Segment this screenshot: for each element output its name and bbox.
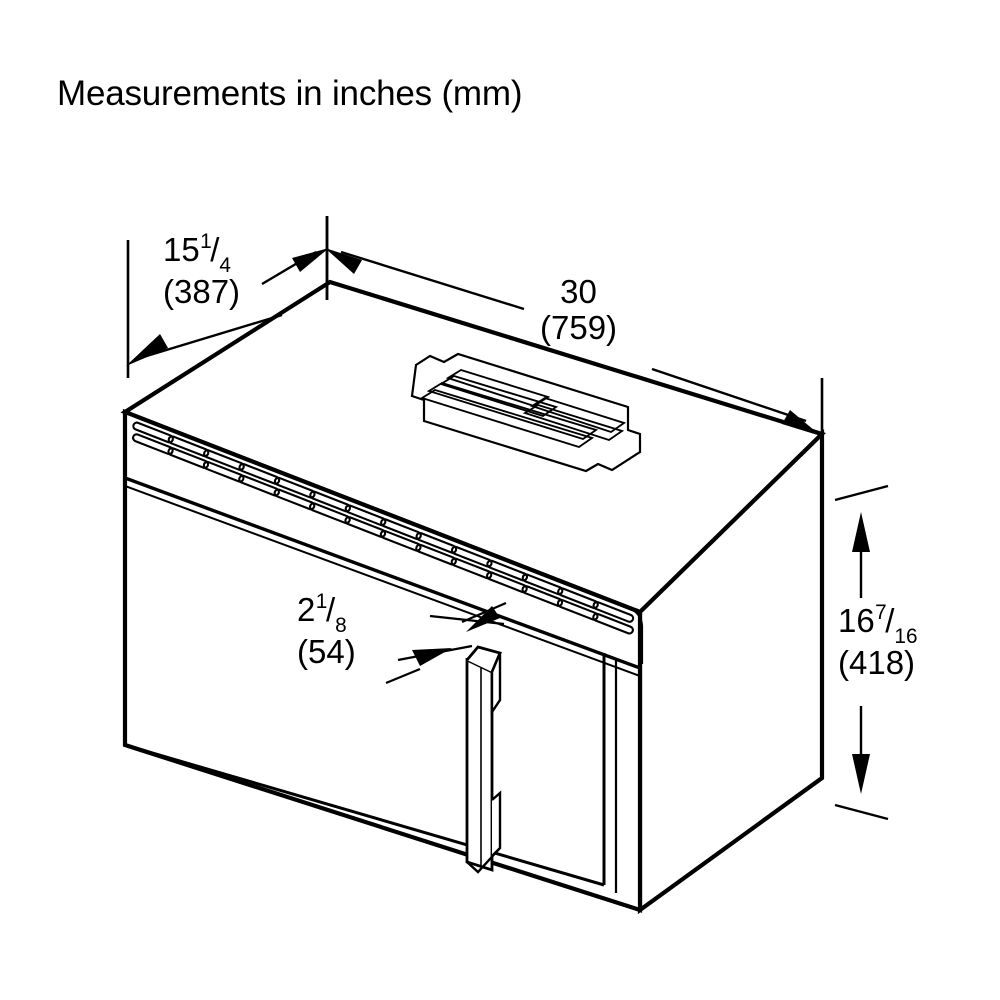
vent-band-right-corner xyxy=(625,605,644,664)
dimension-label-depth: 151/4 (387) xyxy=(163,229,241,311)
top-vent-plate xyxy=(410,352,642,473)
door-panel-bottom-edge xyxy=(124,743,605,887)
width-mm: (759) xyxy=(540,308,618,346)
control-panel-edge-inner xyxy=(124,485,641,677)
height-fraction: 7/16 xyxy=(875,600,918,648)
dimension-label-handle-projection: 21/8 (54) xyxy=(297,589,356,671)
handle-inches-whole: 2 xyxy=(297,591,316,628)
dimension-label-width: 30 (759) xyxy=(540,274,617,345)
handle-fraction: 1/8 xyxy=(315,589,347,637)
door-handle xyxy=(465,645,502,874)
page-title: Measurements in inches (mm) xyxy=(57,74,523,113)
control-panel-edge xyxy=(124,476,641,670)
depth-mm: (387) xyxy=(163,273,241,311)
handle-mm: (54) xyxy=(297,633,356,671)
dimension-label-height: 167/16 (418) xyxy=(838,600,919,682)
height-mm: (418) xyxy=(838,644,916,682)
depth-fraction: 1/4 xyxy=(200,229,231,277)
height-inches-whole: 16 xyxy=(838,602,875,639)
depth-inches-whole: 15 xyxy=(163,231,200,268)
dimension-width xyxy=(325,216,824,462)
dimension-height xyxy=(834,484,889,821)
width-inches-whole: 30 xyxy=(560,273,597,310)
dimension-handle-projection xyxy=(385,601,507,685)
front-face xyxy=(122,408,643,913)
